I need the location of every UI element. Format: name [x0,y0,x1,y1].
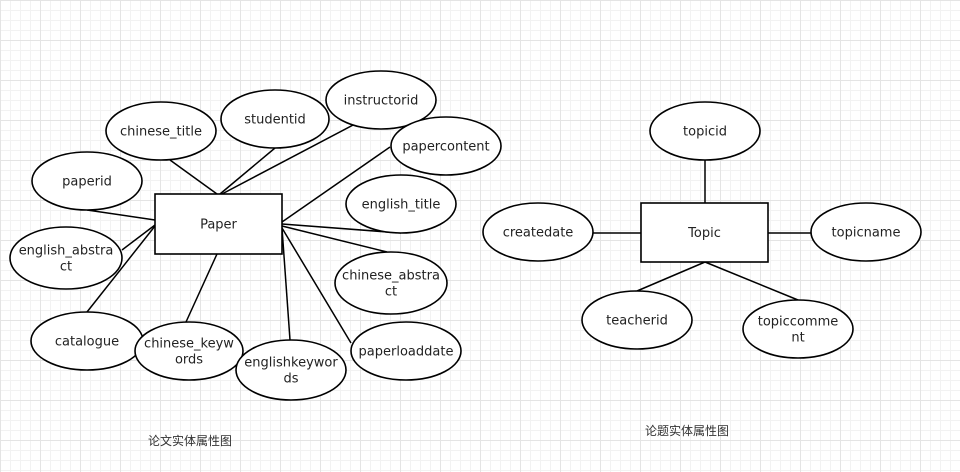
paper-to-chinese-title-connector [169,159,218,195]
instructorid-attribute-label: instructorid [344,94,419,109]
paper-entity-diagram: Paper chinese_title studentid instructorid p… [9,70,502,401]
english-title-attribute-ellipse [345,174,457,234]
topicid-attribute-label: topicid [683,125,727,140]
paper-entity-box [154,193,283,255]
topic-entity-diagram: Topic topicid createdate topicname teacherid… [482,101,922,359]
topicid-attribute-ellipse [649,101,761,161]
paper-to-studentid-connector [219,147,276,195]
topic-entity-box [640,202,769,263]
topic-to-topiccomment-connector [704,261,799,301]
paper-to-catalogue-connector [86,225,156,313]
createdate-attribute-ellipse [482,202,594,262]
english-abstract-attribute-ellipse [9,226,123,290]
englishkeywords-attribute-label-line-2: ds [283,372,298,387]
teacherid-attribute-label: teacherid [606,314,668,329]
english-abstract-attribute-label-line-1: english_abstra [19,244,114,259]
chinese-title-attribute-ellipse [105,101,217,161]
paperid-attribute-ellipse [31,151,143,211]
topiccomment-attribute-label-line-2: nt [791,331,804,346]
chinese-keywords-attribute-ellipse [134,321,244,381]
topicname-attribute-label: topicname [832,226,901,241]
chinese-title-attribute-label: chinese_title [120,125,202,140]
chinese-abstract-attribute-label-line-2: ct [385,285,397,300]
chinese-keywords-attribute-label-line-1: chinese_keyw [144,337,234,352]
paper-to-paperid-connector [86,209,156,221]
chinese-keywords-attribute-label-line-2: ords [175,353,203,368]
english-abstract-attribute-label-line-2: ct [60,260,72,275]
topiccomment-attribute-label-line-1: topiccomme [758,315,839,330]
instructorid-attribute-ellipse [325,70,437,130]
studentid-attribute-ellipse [220,89,330,149]
paperloaddate-attribute-label: paperloaddate [359,345,454,360]
paper-to-english-abstract-connector [121,224,156,251]
english-title-attribute-label: english_title [362,198,441,213]
topic-entity-label: Topic [687,226,721,241]
topic-to-teacherid-connector [636,261,706,292]
topiccomment-attribute-ellipse [742,299,854,359]
paper-entity-label: Paper [200,218,237,233]
englishkeywords-attribute-ellipse [235,339,347,401]
englishkeywords-attribute-label-line-1: englishkeywor [244,356,338,371]
paper-to-chinese-abstract-connector [281,225,388,253]
papercontent-attribute-ellipse [390,116,502,176]
studentid-attribute-label: studentid [244,113,306,128]
teacherid-attribute-ellipse [581,290,693,350]
paper-to-englishkeywords-connector [281,227,291,341]
chinese-abstract-attribute-label-line-1: chinese_abstra [342,269,440,284]
paperloaddate-attribute-ellipse [350,321,462,381]
paper-to-instructorid-connector [221,123,356,195]
papercontent-attribute-label: papercontent [402,140,489,155]
catalogue-attribute-label: catalogue [55,335,119,350]
paper-to-paperloaddate-connector [281,227,352,344]
topicname-attribute-ellipse [810,202,922,262]
paperid-attribute-label: paperid [62,175,112,190]
paper-to-papercontent-connector [281,146,391,223]
createdate-attribute-label: createdate [503,226,574,241]
paper-to-chinese-keywords-connector [185,253,218,323]
topic-diagram-caption: 论题实体属性图 [645,424,730,438]
chinese-abstract-attribute-ellipse [334,251,448,315]
paper-diagram-caption: 论文实体属性图 [148,434,233,448]
